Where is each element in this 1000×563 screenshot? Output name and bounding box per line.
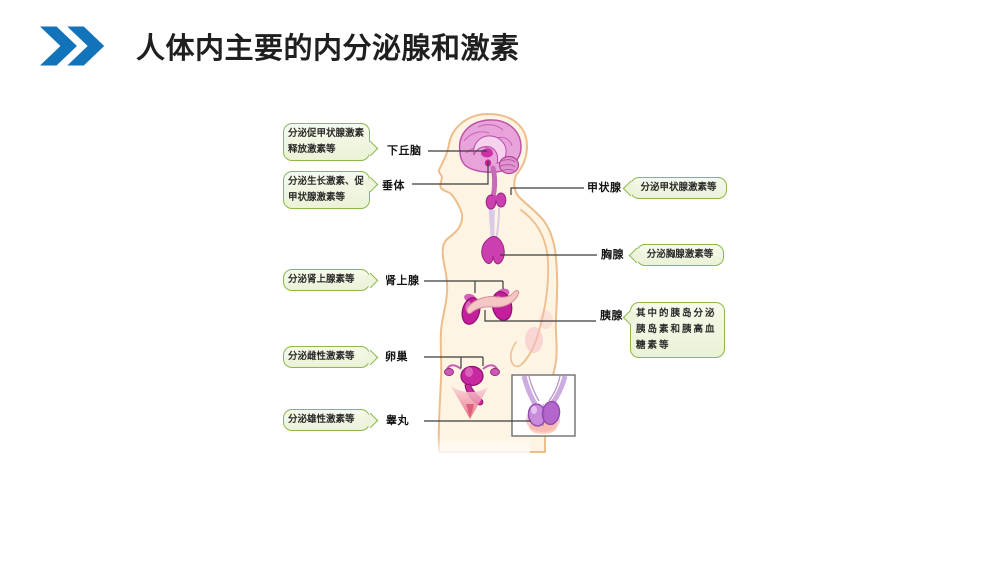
callout-hypothalamus-secretion: 分泌促甲状腺激素释放激素等	[283, 123, 378, 161]
callout-thymus-secretion: 分泌胸腺激素等	[628, 244, 724, 266]
testis-inset	[511, 374, 576, 437]
callout-pituitary-secretion: 分泌生长激素、促甲状腺激素等	[283, 171, 378, 209]
callout-text: 其中的胰岛分泌胰岛素和胰高血糖素等	[636, 308, 717, 351]
label-ovary: 卵巢	[385, 351, 408, 363]
callout-adrenal-secretion: 分泌肾上腺素等	[283, 269, 378, 291]
connector-lines	[412, 150, 597, 422]
callout-text: 分泌促甲状腺激素释放激素等	[288, 128, 365, 155]
callout-text: 分泌生长激素、促甲状腺激素等	[288, 176, 365, 203]
callout-text: 分泌雄性激素等	[288, 414, 355, 425]
pancreas-organ	[466, 290, 520, 314]
label-pancreas: 胰腺	[600, 310, 623, 322]
double-chevron-right-icon	[40, 26, 105, 66]
callout-thyroid-secretion: 分泌甲状腺激素等	[622, 177, 727, 199]
callout-text: 分泌胸腺激素等	[646, 249, 714, 260]
label-hypothalamus: 下丘脑	[387, 145, 422, 157]
label-adrenal: 肾上腺	[385, 275, 420, 287]
page-title: 人体内主要的内分泌腺和激素	[136, 33, 520, 65]
label-pituitary: 垂体	[382, 180, 405, 192]
callout-text: 分泌甲状腺激素等	[640, 182, 717, 193]
label-thyroid: 甲状腺	[587, 182, 622, 194]
callout-text: 分泌雌性激素等	[288, 351, 355, 362]
thymus-gland	[481, 236, 505, 265]
label-thymus: 胸腺	[601, 249, 624, 261]
label-testis: 睾丸	[386, 415, 409, 427]
callout-androgen-secretion: 分泌雄性激素等	[283, 409, 378, 431]
callout-estrogen-secretion: 分泌雌性激素等	[283, 346, 378, 368]
pelvic-shading	[451, 386, 488, 419]
brain-illustration	[458, 119, 522, 206]
callout-text: 分泌肾上腺素等	[288, 274, 355, 285]
thyroid-gland	[485, 192, 507, 241]
callout-pancreas-secretion: 其中的胰岛分泌胰岛素和胰高血糖素等	[622, 302, 725, 358]
